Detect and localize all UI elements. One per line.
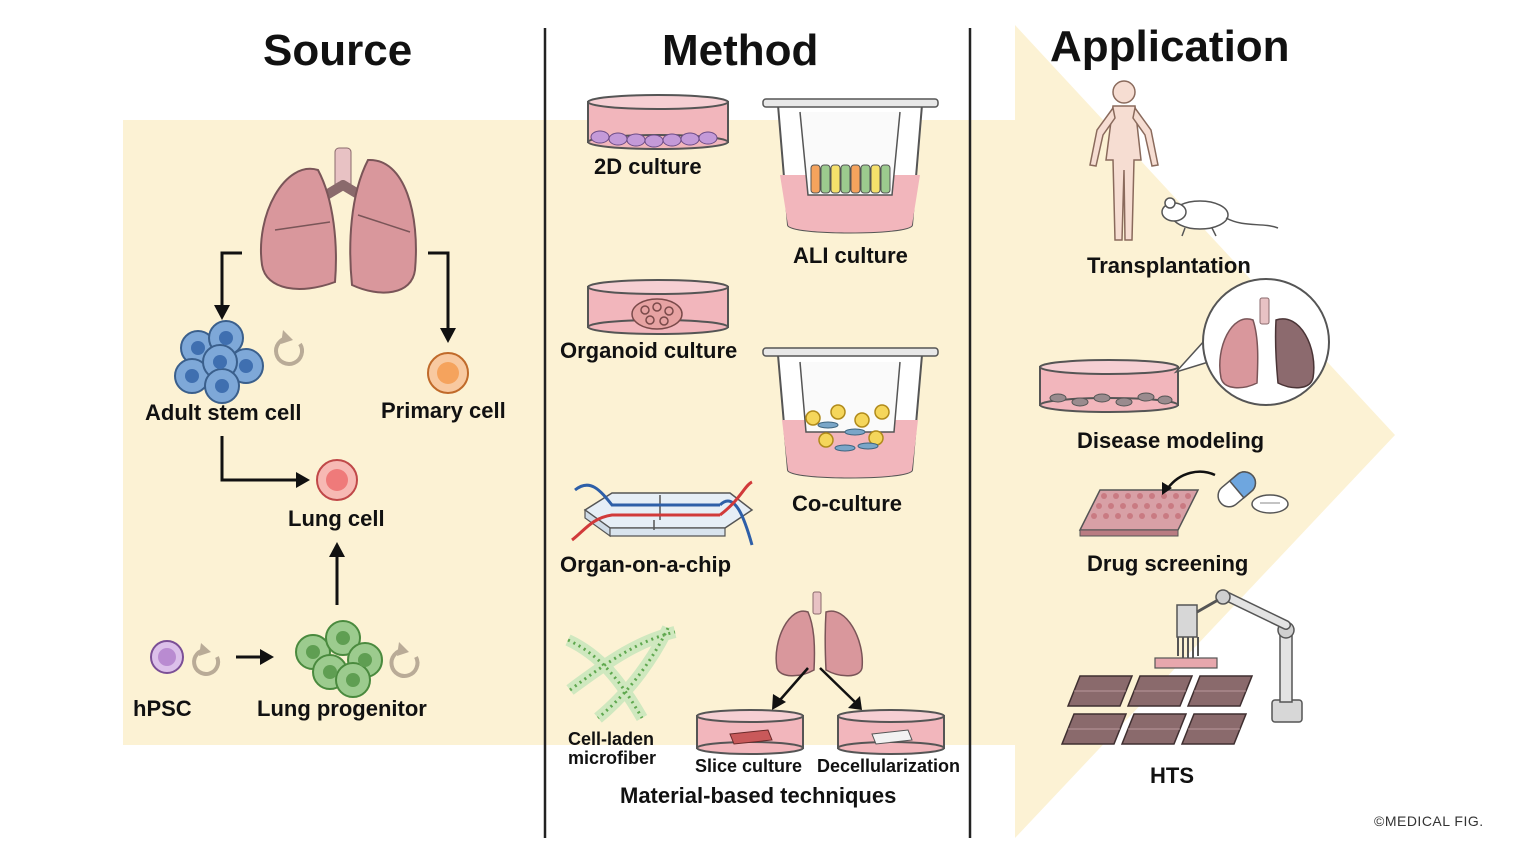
organ-on-a-chip-device bbox=[571, 480, 754, 546]
primary-cell bbox=[427, 352, 469, 394]
dish-decellularization bbox=[837, 709, 945, 755]
dish-2d-culture bbox=[587, 94, 729, 150]
label-lung-progenitor: Lung progenitor bbox=[257, 696, 427, 721]
lung-cell bbox=[316, 459, 358, 501]
label-organ-on-a-chip: Organ-on-a-chip bbox=[560, 552, 732, 577]
tablet-icon bbox=[1251, 494, 1289, 514]
self-renewal-icon bbox=[274, 336, 304, 366]
arrow-drug-to-plate bbox=[1167, 470, 1216, 489]
label-decellularization: Decellularization bbox=[817, 756, 961, 776]
dish-slice-culture bbox=[696, 709, 804, 755]
label-co-culture: Co-culture bbox=[792, 491, 902, 516]
arrow-to-slice-culture bbox=[779, 667, 809, 701]
arrow-lung-to-primary bbox=[428, 251, 450, 333]
label-slice-culture: Slice culture bbox=[695, 756, 803, 776]
label-2d-culture: 2D culture bbox=[594, 154, 702, 179]
label-hpsc: hPSC bbox=[133, 696, 192, 721]
arrow-lung-to-stem bbox=[220, 251, 242, 310]
self-renewal-icon bbox=[192, 648, 221, 676]
lung-progenitor-cluster bbox=[295, 620, 383, 698]
dish-organoid-culture bbox=[587, 279, 729, 335]
lung-illustration bbox=[260, 147, 417, 294]
hts-plates bbox=[1060, 675, 1254, 745]
mouse-figure bbox=[1161, 197, 1279, 237]
adult-stem-cell-cluster bbox=[174, 320, 264, 404]
label-hts: HTS bbox=[1150, 763, 1194, 788]
dish-disease-modeling bbox=[1039, 359, 1179, 413]
label-lung-cell: Lung cell bbox=[288, 506, 385, 531]
cell-laden-microfiber bbox=[565, 625, 677, 723]
copyright-text: ©MEDICAL FIG. bbox=[1374, 813, 1484, 829]
arrow-stem-to-lung-cell bbox=[220, 436, 298, 482]
section-title-application: Application bbox=[1050, 22, 1290, 71]
arrow-to-decellularization bbox=[819, 667, 856, 703]
label-organoid-culture: Organoid culture bbox=[560, 338, 738, 363]
hts-robot-arm bbox=[1154, 589, 1303, 723]
section-title-method: Method bbox=[662, 26, 819, 75]
section-title-source: Source bbox=[263, 26, 413, 75]
human-figure bbox=[1089, 80, 1159, 241]
self-renewal-icon bbox=[389, 648, 420, 678]
transwell-co-culture bbox=[762, 347, 939, 479]
well-plate bbox=[1078, 489, 1200, 537]
diseased-lung-bubble bbox=[1173, 278, 1330, 406]
label-cell-laden-line2: microfiber bbox=[568, 748, 657, 768]
lung-small-illustration bbox=[775, 591, 864, 677]
hpsc-cell bbox=[150, 640, 184, 674]
capsule-icon bbox=[1217, 471, 1257, 508]
label-cell-laden-line1: Cell-laden bbox=[568, 729, 655, 749]
label-material-based-techniques: Material-based techniques bbox=[620, 783, 897, 808]
label-drug-screening: Drug screening bbox=[1087, 551, 1249, 576]
label-disease-modeling: Disease modeling bbox=[1077, 428, 1265, 453]
background-arrow bbox=[123, 25, 1395, 838]
label-primary-cell: Primary cell bbox=[381, 398, 506, 423]
label-transplantation: Transplantation bbox=[1087, 253, 1251, 278]
label-ali-culture: ALI culture bbox=[793, 243, 908, 268]
label-adult-stem-cell: Adult stem cell bbox=[145, 400, 302, 425]
transwell-ali-culture bbox=[762, 98, 939, 234]
